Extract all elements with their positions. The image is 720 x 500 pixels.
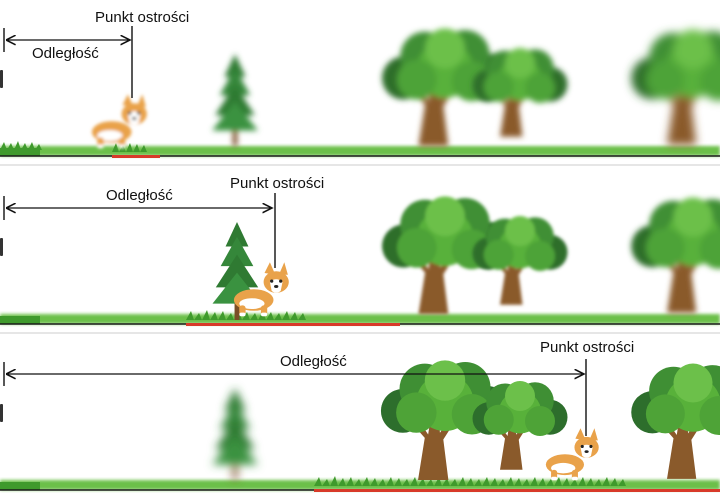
grass-icon [0, 141, 720, 156]
camera-icon [0, 404, 3, 422]
distance-label: Odległość [280, 353, 347, 370]
pine-tree-icon [212, 54, 258, 146]
focus-point-label: Punkt ostrości [540, 339, 634, 356]
grass-icon [0, 310, 720, 324]
deciduous-tree-icon [631, 29, 720, 145]
panel-2: Odległość Punkt ostrości [0, 175, 720, 326]
distance-label: Odległość [106, 187, 173, 204]
panel-1: Odległość Punkt ostrości [0, 9, 720, 158]
camera-icon [0, 70, 3, 88]
focus-zone [186, 323, 400, 326]
grass-icon [0, 476, 720, 490]
camera-icon [0, 238, 3, 256]
panel-3: Odległość Punkt ostrości [0, 339, 720, 492]
corgi-dog-icon [545, 428, 599, 481]
panel-separator [0, 164, 720, 166]
focus-point-label: Punkt ostrości [95, 9, 189, 26]
pine-tree-icon [212, 388, 258, 480]
focus-point-label: Punkt ostrości [230, 175, 324, 192]
corgi-dog-icon [91, 94, 147, 149]
focus-zone [112, 155, 160, 158]
deciduous-tree-icon [631, 197, 720, 313]
deciduous-tree-icon [631, 363, 720, 479]
distance-label: Odległość [32, 45, 99, 62]
focus-zone [314, 489, 720, 492]
panel-separator [0, 332, 720, 334]
